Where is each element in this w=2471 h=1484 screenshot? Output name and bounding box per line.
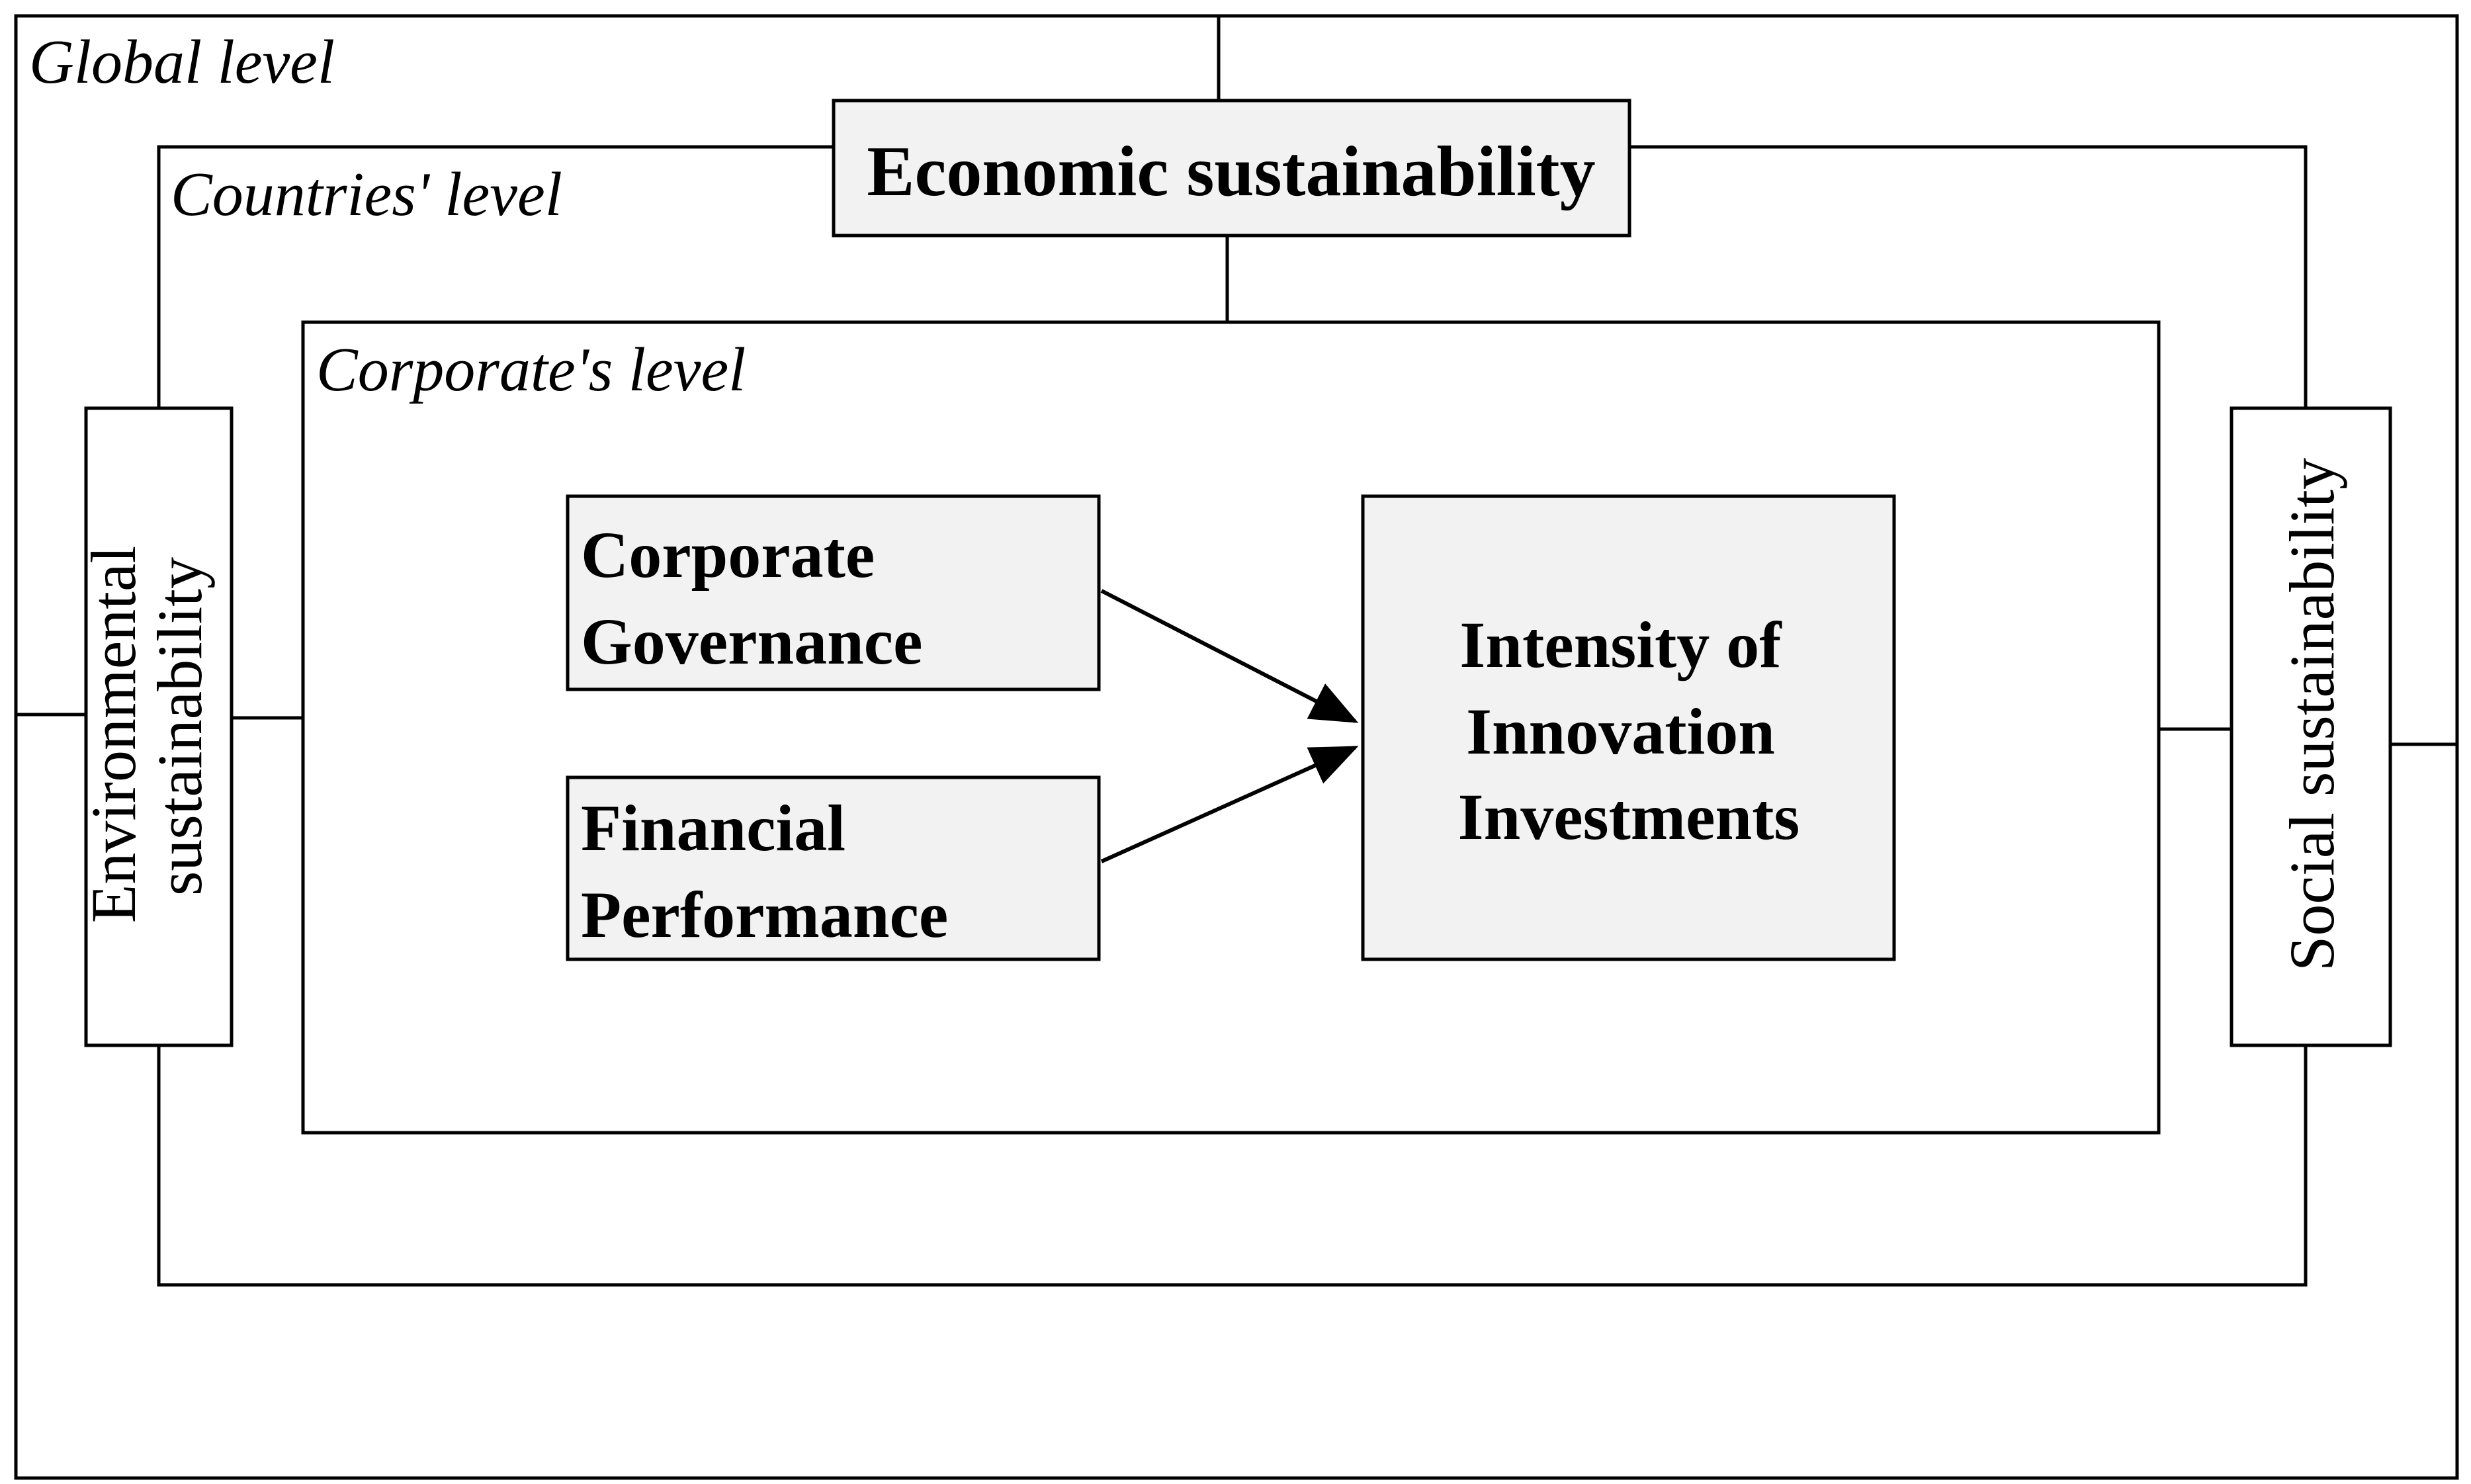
performance-to-innovation-arrow bbox=[1100, 746, 1359, 863]
corporate-level-label: Corporate's level bbox=[316, 335, 746, 404]
innovation-line-1: Intensity of bbox=[1459, 608, 1782, 681]
social-sustainability-label: Social sustainability bbox=[2276, 458, 2347, 971]
financial-performance-line-2: Performance bbox=[581, 878, 948, 951]
environmental-label-line-2: sustainability bbox=[144, 557, 215, 896]
corporate-governance-line-2: Governance bbox=[581, 605, 923, 678]
global-level-label: Global level bbox=[29, 28, 335, 97]
corporate-governance-line-1: Corporate bbox=[581, 518, 875, 591]
social-sustainability-box bbox=[2230, 406, 2392, 1047]
innovation-investments-box bbox=[1361, 494, 1896, 961]
governance-to-innovation-arrow bbox=[1100, 589, 1359, 723]
economic-sustainability-label: Economic sustainability bbox=[867, 132, 1595, 211]
financial-performance-box bbox=[566, 775, 1101, 961]
financial-performance-line-1: Financial bbox=[581, 791, 845, 865]
environmental-label-line-1: Environmental bbox=[78, 546, 149, 924]
global-level-frame bbox=[14, 14, 2459, 1480]
innovation-investments-label: Intensity of Innovation Investments bbox=[1458, 608, 1800, 853]
countries-level-frame bbox=[157, 145, 2308, 1287]
environmental-sustainability-label: Environmental sustainability bbox=[78, 530, 215, 924]
innovation-line-2: Innovation bbox=[1466, 695, 1775, 768]
economic-sustainability-box bbox=[832, 99, 1631, 238]
innovation-line-3: Investments bbox=[1458, 780, 1800, 853]
countries-level-label: Countries' level bbox=[171, 160, 562, 229]
financial-performance-label: Financial Performance bbox=[581, 791, 948, 951]
corporate-governance-box bbox=[566, 494, 1101, 691]
environmental-sustainability-box bbox=[84, 406, 234, 1047]
corporate-governance-label: Corporate Governance bbox=[581, 518, 923, 678]
